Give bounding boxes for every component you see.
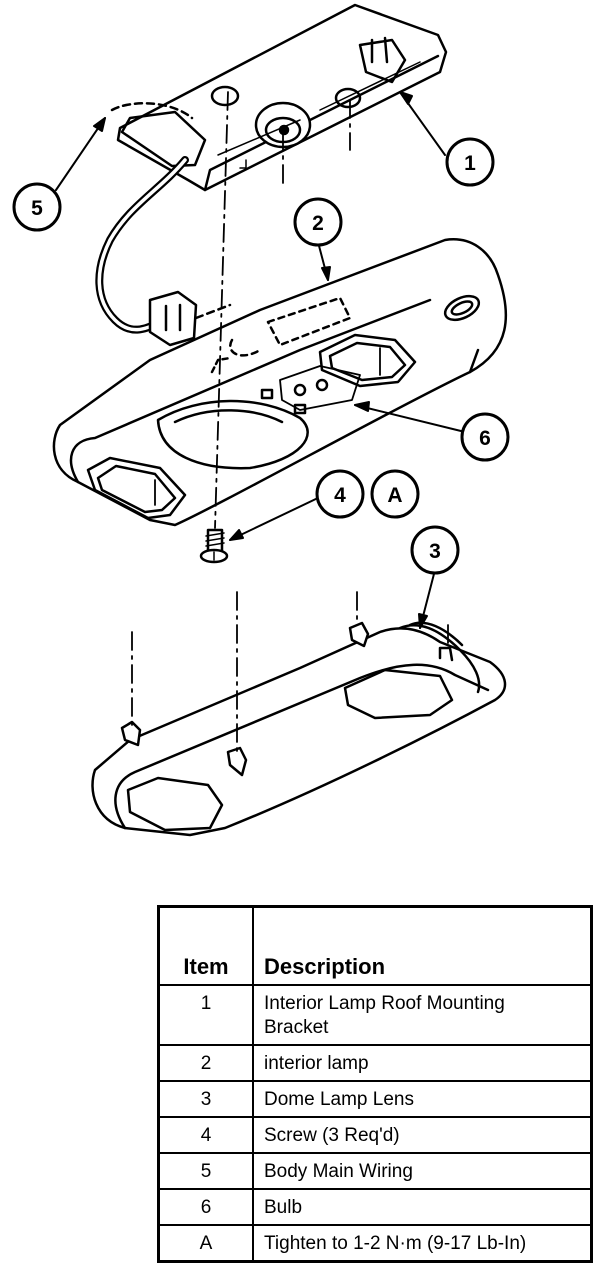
- legend-description: Interior Lamp Roof Mounting Bracket: [252, 984, 593, 1046]
- alignment-lines: [131, 91, 449, 753]
- legend-item: 4: [157, 1116, 254, 1154]
- dome-lamp-lens: [91, 621, 507, 837]
- callout-5: 5: [12, 182, 62, 232]
- legend-row: 3 Dome Lamp Lens: [157, 1080, 593, 1118]
- legend-row: 1 Interior Lamp Roof Mounting Bracket: [157, 984, 593, 1046]
- callout-3-label: 3: [429, 540, 441, 563]
- callout-6: 6: [460, 412, 510, 462]
- legend-row: 2 interior lamp: [157, 1044, 593, 1082]
- exploded-view-diagram: 1 2 3 4 A 5 6: [12, 3, 510, 837]
- body-main-wiring: [95, 102, 232, 347]
- callout-2: 2: [293, 197, 343, 247]
- callout-1: 1: [445, 137, 495, 187]
- legend-description: Bulb: [252, 1188, 593, 1226]
- interior-lamp-housing: [52, 238, 508, 527]
- callout-4: 4: [315, 469, 365, 519]
- legend-description: Screw (3 Req'd): [252, 1116, 593, 1154]
- legend-description: Tighten to 1-2 N·m (9-17 Lb-In): [252, 1224, 593, 1263]
- callout-4-label: 4: [334, 484, 346, 507]
- legend-header-row: Item Description: [157, 905, 593, 986]
- item-column-header: Item: [157, 905, 254, 986]
- parts-legend-table: Item Description 1 Interior Lamp Roof Mo…: [157, 905, 593, 1263]
- legend-row: 4 Screw (3 Req'd): [157, 1116, 593, 1154]
- callout-3: 3: [410, 525, 460, 575]
- leader-lines: [55, 91, 466, 629]
- legend-description: Dome Lamp Lens: [252, 1080, 593, 1118]
- callout-A: A: [370, 469, 420, 519]
- callout-2-label: 2: [312, 212, 324, 235]
- legend-item: 6: [157, 1188, 254, 1226]
- legend-item: 2: [157, 1044, 254, 1082]
- legend-item: 3: [157, 1080, 254, 1118]
- callout-A-label: A: [387, 484, 402, 507]
- callout-5-label: 5: [31, 197, 43, 220]
- legend-item: A: [157, 1224, 254, 1263]
- legend-item: 5: [157, 1152, 254, 1190]
- screw: [199, 528, 229, 564]
- legend-description: Body Main Wiring: [252, 1152, 593, 1190]
- legend-row: 6 Bulb: [157, 1188, 593, 1226]
- legend-row: 5 Body Main Wiring: [157, 1152, 593, 1190]
- legend-item: 1: [157, 984, 254, 1046]
- callout-6-label: 6: [479, 427, 491, 450]
- legend-row: A Tighten to 1-2 N·m (9-17 Lb-In): [157, 1224, 593, 1263]
- legend-description: interior lamp: [252, 1044, 593, 1082]
- description-column-header: Description: [252, 905, 593, 986]
- callout-1-label: 1: [464, 152, 476, 175]
- roof-mounting-bracket: [116, 3, 448, 192]
